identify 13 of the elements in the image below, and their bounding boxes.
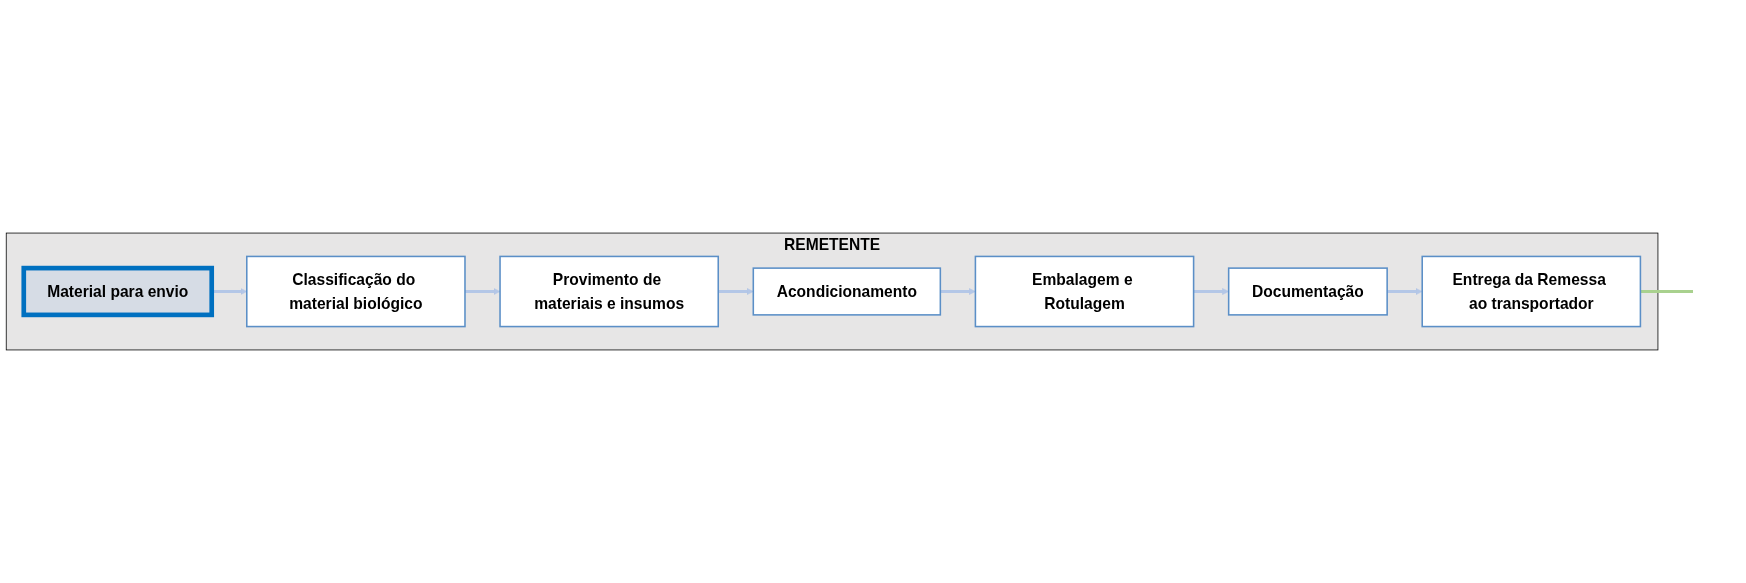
node-box: Entrega da Remessa ao transportador bbox=[1421, 255, 1642, 328]
node-box: Documentação bbox=[1227, 267, 1388, 316]
node-box: Embalagem e Rotulagem bbox=[974, 255, 1195, 328]
arrow bbox=[940, 288, 976, 295]
arrow bbox=[465, 288, 501, 295]
arrow bbox=[1193, 288, 1229, 295]
node-box: Acondicionamento bbox=[752, 267, 942, 316]
connector bbox=[1640, 289, 1693, 294]
node-box: Material para envio bbox=[21, 265, 215, 318]
arrow bbox=[718, 288, 754, 295]
node-box: Classificação do material biológico bbox=[246, 255, 466, 328]
arrow bbox=[1387, 288, 1423, 295]
node-box: Provimento de materiais e insumos bbox=[499, 255, 719, 328]
